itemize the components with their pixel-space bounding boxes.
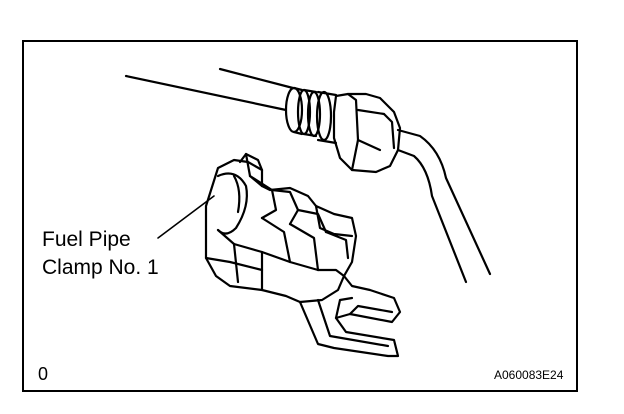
clamp-fork <box>298 274 402 358</box>
quick-connector <box>332 92 402 174</box>
callout-leader-line <box>157 195 215 239</box>
figure-frame <box>22 40 578 392</box>
fuel-pipe-lower <box>396 128 492 284</box>
pipe-end-fitting <box>284 86 338 145</box>
part-label: Fuel Pipe Clamp No. 1 <box>42 226 159 282</box>
corner-marker: 0 <box>38 364 49 384</box>
fuel-pipe-upper <box>124 67 295 112</box>
part-label-line-2: Clamp No. 1 <box>42 256 159 279</box>
figure-code: A060083E24 <box>494 368 564 382</box>
part-label-line-1: Fuel Pipe <box>42 228 131 251</box>
fuel-pipe-clamp <box>204 152 358 304</box>
